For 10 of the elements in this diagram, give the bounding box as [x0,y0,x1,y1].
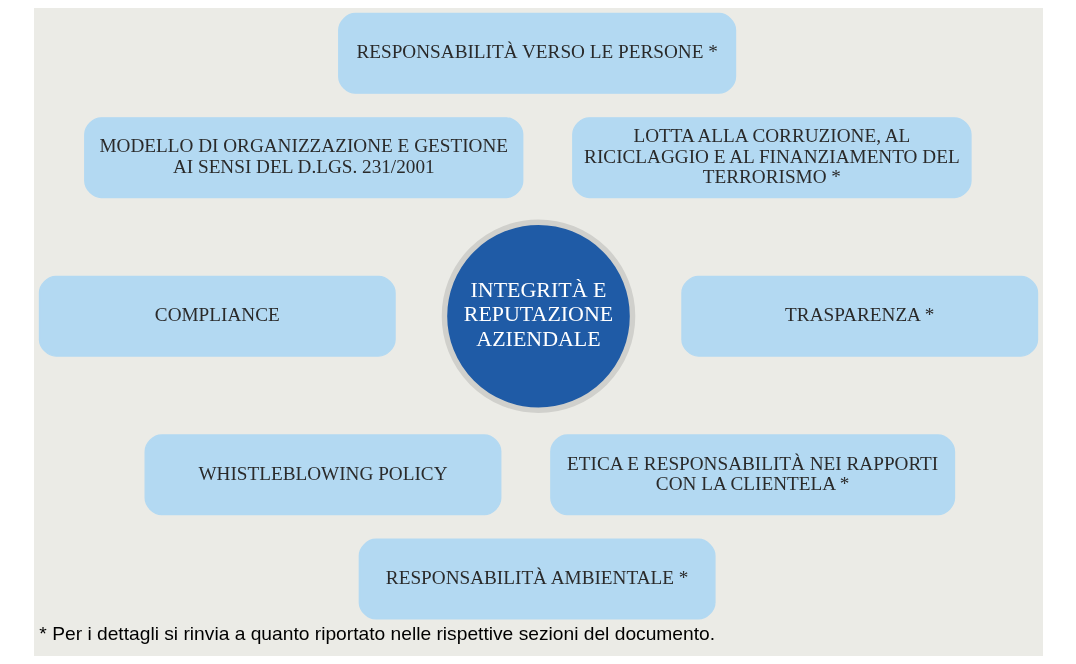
node-box: TRASPARENZA * [680,275,1038,357]
caption: * Per i dettagli si rinvia a quanto riportato nelle rispettive sezioni del documento. [38,622,715,644]
node-circle: INTEGRITÀ E REPUTAZIONE AZIENDALE [441,219,635,413]
node-box: LOTTA ALLA CORRUZIONE, AL RICICLAGGIO E AL FINANZIAMENTO DEL TERRORISMO * [571,117,972,199]
node-box: RESPONSABILITÀ AMBIENTALE * [358,538,716,620]
node-box: RESPONSABILITÀ VERSO LE PERSONE * [337,12,736,94]
node-box: COMPLIANCE [38,275,396,357]
node-box: ETICA E RESPONSABILITÀ NEI RAPPORTI CON LA CLIENTELA * [549,434,955,516]
node-box: WHISTLEBLOWING POLICY [144,434,501,516]
node-box: MODELLO DI ORGANIZZAZIONE E GESTIONE AI SENSI DEL D.LGS. 231/2001 [83,117,523,199]
